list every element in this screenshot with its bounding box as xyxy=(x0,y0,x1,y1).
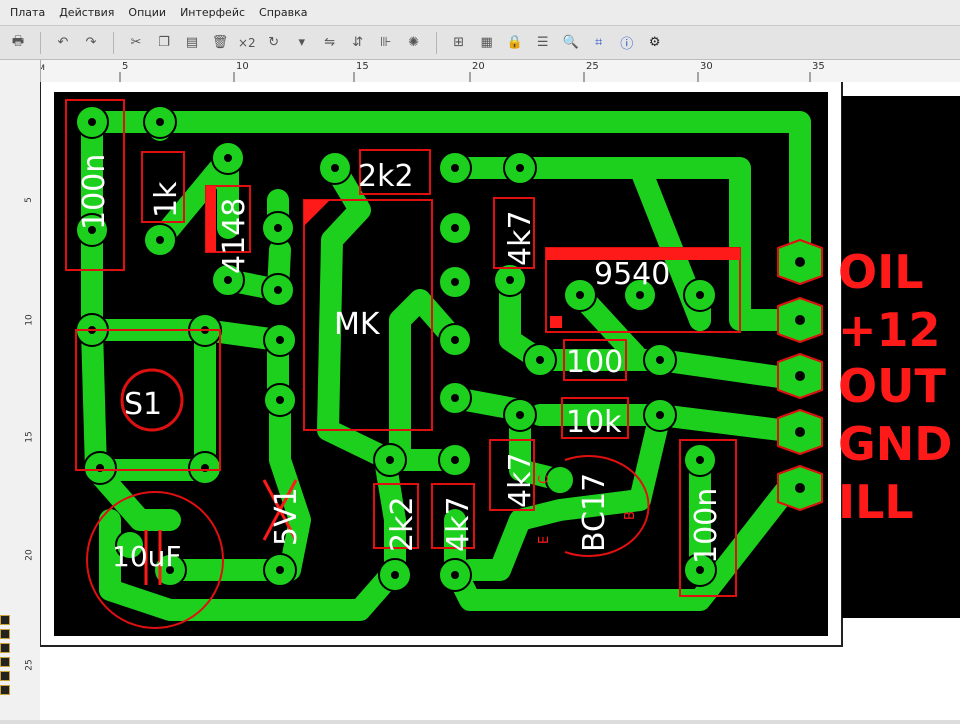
ruler-tick-label: 5 xyxy=(23,197,34,203)
label-s1: S1 xyxy=(124,387,162,422)
ic2-marker-bar xyxy=(546,248,740,260)
capacitor-symbol xyxy=(144,530,162,585)
undo-icon[interactable]: ↶ xyxy=(57,35,69,50)
label-t1: BC17 xyxy=(577,473,612,552)
crop-icon[interactable]: ⌗ xyxy=(595,35,603,50)
layer-indicator[interactable] xyxy=(0,671,10,681)
connector-label-ill: ILL xyxy=(838,475,914,529)
layer-indicator[interactable] xyxy=(0,643,10,653)
layer-indicator[interactable] xyxy=(0,629,10,639)
connector-pads xyxy=(777,238,823,512)
ruler-tick-label: 20 xyxy=(472,61,485,72)
label-c1: 100n xyxy=(77,154,112,230)
lock-icon[interactable]: 🔒 xyxy=(506,35,523,50)
layer-indicator[interactable] xyxy=(0,685,10,695)
mirror-horizontal-icon[interactable]: ⇋ xyxy=(324,35,336,50)
layer-indicator[interactable] xyxy=(0,615,10,625)
redo-icon[interactable]: ↷ xyxy=(85,35,97,50)
pin-label-e: E xyxy=(537,536,552,544)
connector-label-12v: +12 xyxy=(838,303,941,357)
label-r4: 100 xyxy=(566,345,623,380)
mirror-vertical-icon[interactable]: ⇵ xyxy=(352,35,364,50)
grid-icon[interactable]: ▦ xyxy=(480,35,493,50)
settings-sun-icon[interactable]: ✺ xyxy=(408,35,420,50)
ruler-tick-label: 35 xyxy=(812,61,825,72)
label-c2: 100n xyxy=(689,488,724,564)
toolbar-separator xyxy=(113,31,114,54)
rotate-icon[interactable]: ↻ xyxy=(268,35,280,50)
label-ic2: 9540 xyxy=(594,257,670,292)
menu-options[interactable]: Опции xyxy=(128,6,167,19)
label-d1: 4148 xyxy=(217,198,252,274)
ic2-pin1-marker xyxy=(550,316,562,328)
settings-gear-icon[interactable]: ⚙ xyxy=(648,35,661,50)
zener-symbol xyxy=(262,479,298,541)
ruler-tick-label: 10 xyxy=(24,314,35,326)
delete-icon[interactable]: 🗑 xyxy=(211,35,229,50)
pin-label-c: C xyxy=(537,475,552,484)
pin-label-b: B xyxy=(623,511,638,520)
menu-bar: Плата Действия Опции Интерфейс Справка xyxy=(0,0,960,26)
menu-board[interactable]: Плата xyxy=(10,6,46,19)
label-ic1: MK xyxy=(334,307,381,342)
menu-actions[interactable]: Действия xyxy=(59,6,115,19)
connector-label-gnd: GND xyxy=(838,417,952,471)
toolbar-separator xyxy=(435,31,437,54)
group-icon[interactable]: ⊞ xyxy=(453,35,465,50)
info-icon[interactable]: ⓘ xyxy=(620,37,634,52)
workspace[interactable]: 100n 1k 4148 2k2 MK 4k7 9540 S1 100 10k … xyxy=(39,79,960,720)
connector-label-oil: OIL xyxy=(838,245,924,299)
menu-help[interactable]: Справка xyxy=(259,6,308,19)
ruler-left: 5 10 15 20 25 xyxy=(0,60,41,720)
align-icon[interactable]: ⊪ xyxy=(380,35,392,50)
zoom-icon[interactable]: 🔍 xyxy=(562,35,579,50)
ruler-top-ticks xyxy=(119,72,811,82)
connector-labels: OIL +12 OUT GND ILL xyxy=(838,245,952,529)
label-r5: 10k xyxy=(566,405,622,440)
menu-interface[interactable]: Интерфейс xyxy=(180,6,246,19)
toolbar: 🖶 ↶ ↷ ✂ ❐ ▤ 🗑 ×2 ↻ ▾ ⇋ ⇵ ⊪ ✺ ⊞ ▦ 🔒 ☰ 🔍 ⌗… xyxy=(0,26,960,60)
label-r8: 4k7 xyxy=(441,496,476,552)
cut-icon[interactable]: ✂ xyxy=(130,35,142,50)
ruler-tick-label: 25 xyxy=(24,659,35,671)
ic1-pin1-marker xyxy=(304,200,330,226)
ruler-tick-label: 15 xyxy=(24,431,35,443)
label-r7: 2k2 xyxy=(385,496,420,552)
label-c3: 10uF xyxy=(112,540,181,573)
connector-label-out: OUT xyxy=(838,359,946,413)
print-icon[interactable]: 🖶 xyxy=(11,33,25,49)
label-r2: 2k2 xyxy=(358,159,414,194)
layer-indicators[interactable] xyxy=(0,615,10,699)
ruler-tick-label: 30 xyxy=(700,61,713,72)
label-r1: 1k xyxy=(149,181,184,218)
pad-holes xyxy=(88,118,704,579)
ruler-tick-label: 20 xyxy=(24,549,35,561)
ruler-tick-label: 15 xyxy=(356,61,369,72)
dropdown-arrow-icon[interactable]: ▾ xyxy=(298,35,305,50)
ruler-top: мм 5 10 15 20 25 30 35 xyxy=(30,60,960,83)
ruler-tick-label: 5 xyxy=(122,61,129,72)
copy-icon[interactable]: ❐ xyxy=(158,35,170,50)
board-extension xyxy=(842,96,960,618)
pcb-canvas[interactable]: 100n 1k 4148 2k2 MK 4k7 9540 S1 100 10k … xyxy=(39,79,960,720)
paste-icon[interactable]: ▤ xyxy=(185,35,199,50)
ruler-tick-label: 10 xyxy=(236,61,249,72)
duplicate-x2-button[interactable]: ×2 xyxy=(238,35,256,50)
silk-labels: 100n 1k 4148 2k2 MK 4k7 9540 S1 100 10k … xyxy=(77,154,724,573)
layers-icon[interactable]: ☰ xyxy=(536,35,549,50)
transistor-pin-labels: C B E xyxy=(537,475,638,544)
layer-indicator[interactable] xyxy=(0,657,10,667)
diode-band-marker xyxy=(206,186,216,252)
label-r6: 4k7 xyxy=(503,452,538,508)
ruler-tick-label: 25 xyxy=(586,61,599,72)
label-r3: 4k7 xyxy=(503,210,538,266)
label-zd: 5V1 xyxy=(269,487,304,546)
toolbar-separator xyxy=(40,31,41,54)
